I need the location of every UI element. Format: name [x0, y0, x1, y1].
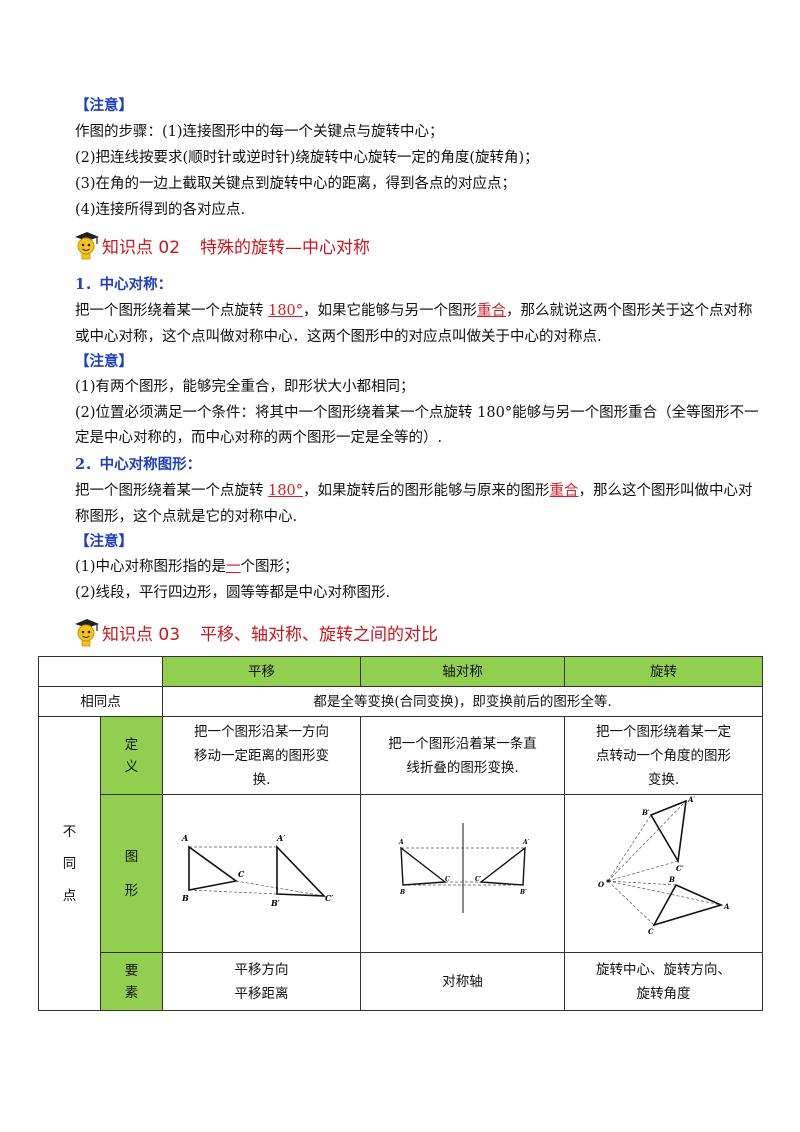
section-number: 知识点 02	[102, 237, 181, 258]
section-title: 特殊的旋转—中心对称	[200, 237, 371, 258]
definition-translation: 把一个图形沿某一方向移动一定距离的图形变换.	[162, 716, 361, 795]
figure-reflection: A B C A′ B′ C′	[360, 794, 565, 953]
scholar-icon	[75, 232, 99, 260]
section-number: 知识点 03	[102, 624, 181, 645]
note-item: (2)位置必须满足一个条件：将其中一个图形绕着某一个点旋转 180°能够与另一个…	[75, 405, 759, 421]
elements-label: 要素	[100, 952, 163, 1011]
note-label: 【注意】	[75, 533, 133, 550]
table-row-same: 相同点 都是全等变换(合同变换)，即变换前后的图形全等.	[38, 686, 763, 717]
svg-text:C′: C′	[325, 893, 334, 903]
table-header-row: 平移 轴对称 旋转	[38, 656, 763, 687]
definition-reflection: 把一个图形沿着某一条直线折叠的图形变换.	[360, 716, 565, 795]
note-item: (1)有两个图形，能够完全重合，即形状大小都相同；	[75, 379, 415, 395]
svg-text:O: O	[598, 880, 605, 889]
svg-text:A: A	[181, 833, 188, 843]
svg-text:A: A	[398, 839, 404, 846]
table-row-definition: 不同点 定义 把一个图形沿某一方向移动一定距离的图形变换. 把一个图形沿着某一条…	[38, 716, 763, 1011]
svg-text:B: B	[668, 875, 675, 884]
paragraph-line: 把一个图形绕着某一个点旋转 180°，如果旋转后的图形能够与原来的图形重合，那么…	[75, 483, 753, 499]
paragraph-line: 或中心对称，这个点叫做对称中心．这两个图形中的对应点叫做关于中心的对称点.	[75, 329, 602, 345]
section-title: 平移、轴对称、旋转之间的对比	[200, 624, 439, 645]
section-heading-02: 知识点 02 特殊的旋转—中心对称	[72, 228, 370, 262]
header-reflection: 轴对称	[360, 656, 565, 687]
scholar-icon	[75, 619, 99, 647]
same-label: 相同点	[38, 686, 163, 717]
elements-rotation: 旋转中心、旋转方向、旋转角度	[564, 952, 763, 1011]
header-translation: 平移	[162, 656, 361, 687]
figure-label: 图形	[100, 794, 163, 953]
section-heading-03: 知识点 03 平移、轴对称、旋转之间的对比	[72, 615, 438, 649]
definition-rotation: 把一个图形绕着某一定点转动一个角度的图形变换.	[564, 716, 763, 795]
subheading-center-symmetry: 1．中心对称：	[75, 276, 173, 293]
step-2: (2)把连线按要求(顺时针或逆时针)绕旋转中心旋转一定的角度(旋转角)；	[75, 150, 539, 166]
svg-text:C: C	[648, 927, 654, 936]
svg-text:A′: A′	[687, 795, 695, 804]
svg-text:A′: A′	[276, 833, 286, 843]
note-item: (2)线段，平行四边形，圆等等都是中心对称图形.	[75, 585, 391, 601]
reflection-figure: A B C A′ B′ C′	[398, 823, 530, 913]
note-label: 【注意】	[75, 97, 133, 114]
note-item: 定是中心对称的，而中心对称的两个图形一定是全等的）.	[75, 430, 443, 446]
svg-text:C′: C′	[475, 876, 482, 883]
svg-text:A′: A′	[522, 839, 530, 846]
elements-reflection: 对称轴	[360, 952, 565, 1011]
svg-text:C: C	[238, 869, 245, 879]
subheading-center-symmetric-figure: 2．中心对称图形：	[75, 456, 202, 473]
step-3: (3)在角的一边上截取关键点到旋转中心的距离，得到各点的对应点；	[75, 176, 517, 192]
svg-text:C: C	[445, 876, 450, 883]
svg-text:B′: B′	[519, 889, 527, 896]
paragraph-line: 称图形，这个点就是它的对称中心.	[75, 509, 298, 525]
definition-label: 定义	[100, 716, 163, 795]
note-item: (1)中心对称图形指的是一个图形；	[75, 559, 299, 575]
figure-rotation: O A B C A′ B′ C′	[564, 794, 763, 953]
elements-translation: 平移方向平移距离	[162, 952, 361, 1011]
paragraph-line: 把一个图形绕着某一个点旋转 180°，如果它能够与另一个图形重合，那么就说这两个…	[75, 303, 753, 319]
translation-figure: A B C A′ B′ C′	[181, 833, 334, 908]
figure-translation: A B C A′ B′ C′	[162, 794, 361, 953]
table-row-elements: 要素 平移方向平移距离 对称轴 旋转中心、旋转方向、旋转角度	[39, 952, 763, 1011]
header-rotation: 旋转	[564, 656, 763, 687]
same-text: 都是全等变换(合同变换)，即变换前后的图形全等.	[162, 686, 763, 717]
svg-text:B: B	[181, 893, 189, 903]
diff-label: 不同点	[38, 716, 101, 1011]
svg-text:B: B	[399, 889, 405, 896]
svg-text:B′: B′	[270, 898, 281, 908]
table-row-figure: 图形 A B C A′ B′ C′	[39, 794, 763, 953]
step-1: 作图的步骤：(1)连接图形中的每一个关键点与旋转中心；	[75, 124, 444, 140]
comparison-table: 平移 轴对称 旋转 相同点 都是全等变换(合同变换)，即变换前后的图形全等. 不…	[38, 656, 763, 1011]
header-empty-cell	[38, 656, 163, 687]
svg-text:B′: B′	[641, 808, 650, 817]
svg-text:C′: C′	[676, 864, 684, 873]
step-4: (4)连接所得到的各对应点.	[75, 202, 246, 218]
rotation-figure: O A B C A′ B′ C′	[598, 795, 730, 936]
svg-text:A: A	[723, 902, 730, 911]
note-label: 【注意】	[75, 353, 133, 370]
